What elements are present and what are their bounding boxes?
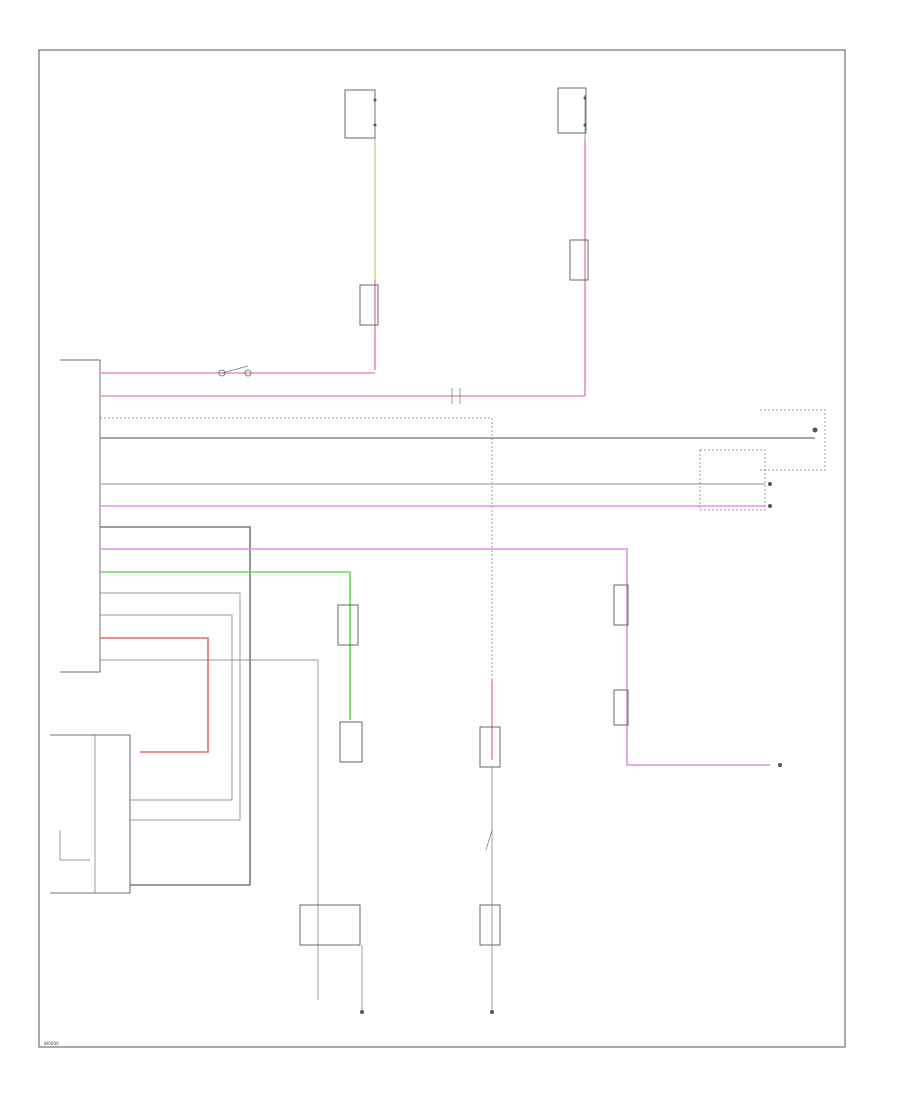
wire-row-3 <box>100 417 493 690</box>
top-left-fuse <box>344 89 377 140</box>
wire-row-13 <box>100 659 319 1000</box>
ground-right <box>490 1010 494 1014</box>
row5-node <box>768 482 772 486</box>
wire-row-9-green <box>100 571 351 720</box>
ecu-block <box>60 359 101 673</box>
wire-row-12-red <box>100 637 209 753</box>
bottom-right-connector <box>479 904 501 946</box>
right-top-switch <box>760 409 826 471</box>
inline-switch-1 <box>218 365 252 377</box>
top-right-fuse <box>557 87 587 140</box>
wire-row-11 <box>100 614 233 801</box>
ground-left <box>360 1010 364 1014</box>
right-terminal <box>778 763 782 767</box>
right-connector-block <box>569 239 589 281</box>
mid-relay <box>339 721 363 763</box>
diagram-code: W0000 <box>44 1041 59 1046</box>
row6-node <box>768 504 772 508</box>
inline-contact-2 <box>451 388 461 404</box>
wire-row-7 <box>100 526 251 886</box>
diagram-frame <box>38 49 846 1048</box>
left-connector-block <box>359 284 379 326</box>
mid-connector-green <box>337 604 359 646</box>
right-connector-2 <box>613 689 629 726</box>
mid-connector-right <box>479 726 501 768</box>
wire-row-10 <box>100 592 241 821</box>
right-connector-1 <box>613 584 629 626</box>
bottom-left-connector <box>299 904 361 946</box>
right-mid-component <box>699 449 766 511</box>
bottom-left-module <box>50 734 131 894</box>
mid-switch <box>485 829 493 851</box>
wire-row-8 <box>100 548 770 766</box>
